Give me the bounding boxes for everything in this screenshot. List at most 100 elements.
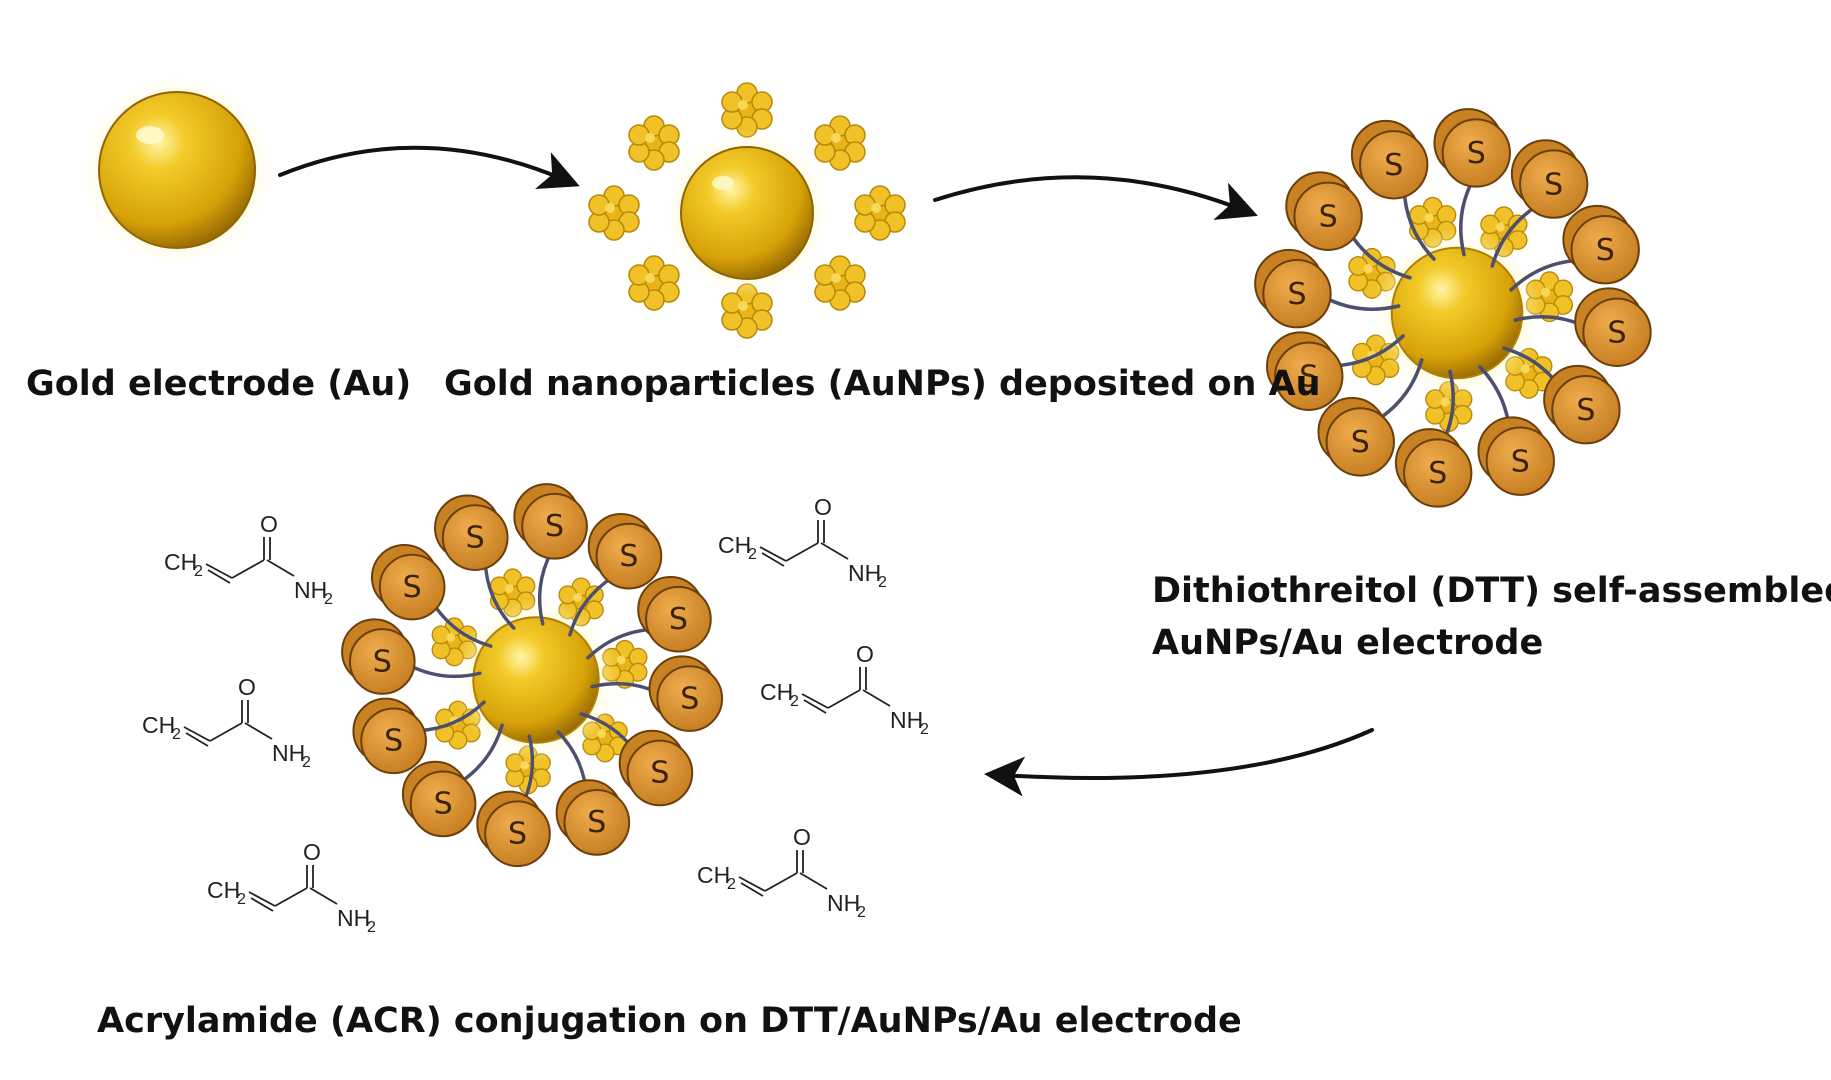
thiol-disc [1262, 259, 1332, 329]
nh2-subscript: 2 [367, 919, 376, 936]
thiol-label: S [619, 539, 638, 574]
single-bond-line [785, 542, 819, 562]
single-bond-line [231, 559, 265, 579]
single-bond-line [274, 887, 308, 907]
nh2-label: NH [848, 560, 881, 586]
thiol-label: S [587, 805, 606, 840]
thiol-disc [441, 504, 509, 571]
gold-core [1390, 246, 1524, 380]
thiol-disc [484, 800, 551, 868]
thiol-disc [1485, 426, 1555, 496]
thiol-label: S [1428, 456, 1447, 491]
double-bond-line-b [803, 699, 827, 714]
thiol-disc [1359, 130, 1429, 200]
amide-bond [799, 872, 828, 890]
thiol-disc [1274, 341, 1344, 411]
thiol-disc [1570, 215, 1640, 285]
ch2-subscript: 2 [172, 726, 181, 743]
nh2-label: NH [337, 905, 370, 931]
double-bond-line-a [759, 546, 787, 562]
ch2-label: CH [164, 549, 197, 575]
double-bond-line-a [205, 563, 233, 579]
ch2-label: CH [142, 712, 175, 738]
thiol-label: S [1544, 167, 1563, 202]
double-bond-line-b [185, 732, 209, 747]
nh2-subscript: 2 [857, 904, 866, 921]
caption-dtt-line-2: AuNPs/Au electrode [1152, 623, 1544, 663]
thiol-disc [1325, 407, 1395, 477]
amide-bond [820, 542, 849, 560]
arrow-step2-to-step3 [933, 175, 1258, 220]
oxygen-label: O [793, 824, 811, 850]
thiol-label: S [1384, 148, 1403, 183]
single-bond-line [209, 722, 243, 742]
oxygen-label: O [260, 511, 278, 537]
thiol-disc [521, 492, 588, 560]
thiol-label: S [1287, 277, 1306, 312]
thiol-label: S [1576, 393, 1595, 428]
thiol-disc [409, 770, 477, 838]
ch2-subscript: 2 [790, 693, 799, 710]
ch2-subscript: 2 [194, 563, 203, 580]
single-bond-line [827, 689, 861, 709]
thiol-disc [626, 739, 694, 807]
arrow-step3-to-step4 [984, 728, 1374, 797]
amide-bond [309, 887, 338, 905]
thiol-label: S [1467, 136, 1486, 171]
ch2-label: CH [697, 862, 730, 888]
thiol-disc [1403, 438, 1473, 508]
thiol-disc [1519, 149, 1589, 219]
caption-dtt-self-assembled: Dithiothreitol (DTT) self-assembled on A… [1152, 565, 1831, 669]
double-bond-line-b [250, 897, 274, 912]
thiol-label: S [384, 724, 403, 759]
thiol-disc [1441, 118, 1511, 188]
thiol-label: S [1596, 233, 1615, 268]
oxygen-label: O [856, 641, 874, 667]
caption-acr-conjugation: Acrylamide (ACR) conjugation on DTT/AuNP… [97, 1001, 1242, 1041]
ch2-subscript: 2 [727, 876, 736, 893]
oxygen-label: O [814, 494, 832, 520]
double-bond-line-a [183, 726, 211, 742]
nh2-subscript: 2 [302, 754, 311, 771]
amide-bond [266, 559, 295, 577]
caption-gold-electrode: Gold electrode (Au) [26, 364, 412, 404]
ch2-subscript: 2 [237, 891, 246, 908]
arrow-step1-to-step2 [278, 145, 580, 189]
nh2-subscript: 2 [878, 574, 887, 591]
caption-dtt-line-1: Dithiothreitol (DTT) self-assembled on [1152, 571, 1831, 611]
nh2-label: NH [272, 740, 305, 766]
single-bond-line [764, 872, 798, 892]
double-bond-line-b [740, 882, 764, 897]
aunp-deposited-sphere [588, 82, 906, 339]
thiol-label: S [1319, 199, 1338, 234]
ch2-subscript: 2 [748, 546, 757, 563]
oxygen-label: O [238, 674, 256, 700]
nh2-label: NH [890, 707, 923, 733]
ch2-label: CH [718, 532, 751, 558]
thiol-label: S [669, 602, 688, 637]
nh2-label: NH [294, 577, 327, 603]
oxygen-label: O [303, 839, 321, 865]
double-bond-line-b [761, 552, 785, 567]
amide-bond [862, 689, 891, 707]
thiol-label: S [1607, 315, 1626, 350]
thiol-disc [1582, 297, 1652, 367]
thiol-label: S [1511, 444, 1530, 479]
nh2-label: NH [827, 890, 860, 916]
thiol-label: S [508, 817, 527, 852]
nh2-subscript: 2 [920, 721, 929, 738]
double-bond-line-a [801, 693, 829, 709]
acrylamide-molecules: CH2ONH2CH2ONH2CH2ONH2CH2ONH2CH2ONH2CH2ON… [142, 494, 929, 936]
amide-bond [244, 722, 273, 740]
thiol-disc [595, 522, 663, 590]
double-bond-line-b [207, 569, 231, 584]
gold-core [472, 616, 600, 744]
